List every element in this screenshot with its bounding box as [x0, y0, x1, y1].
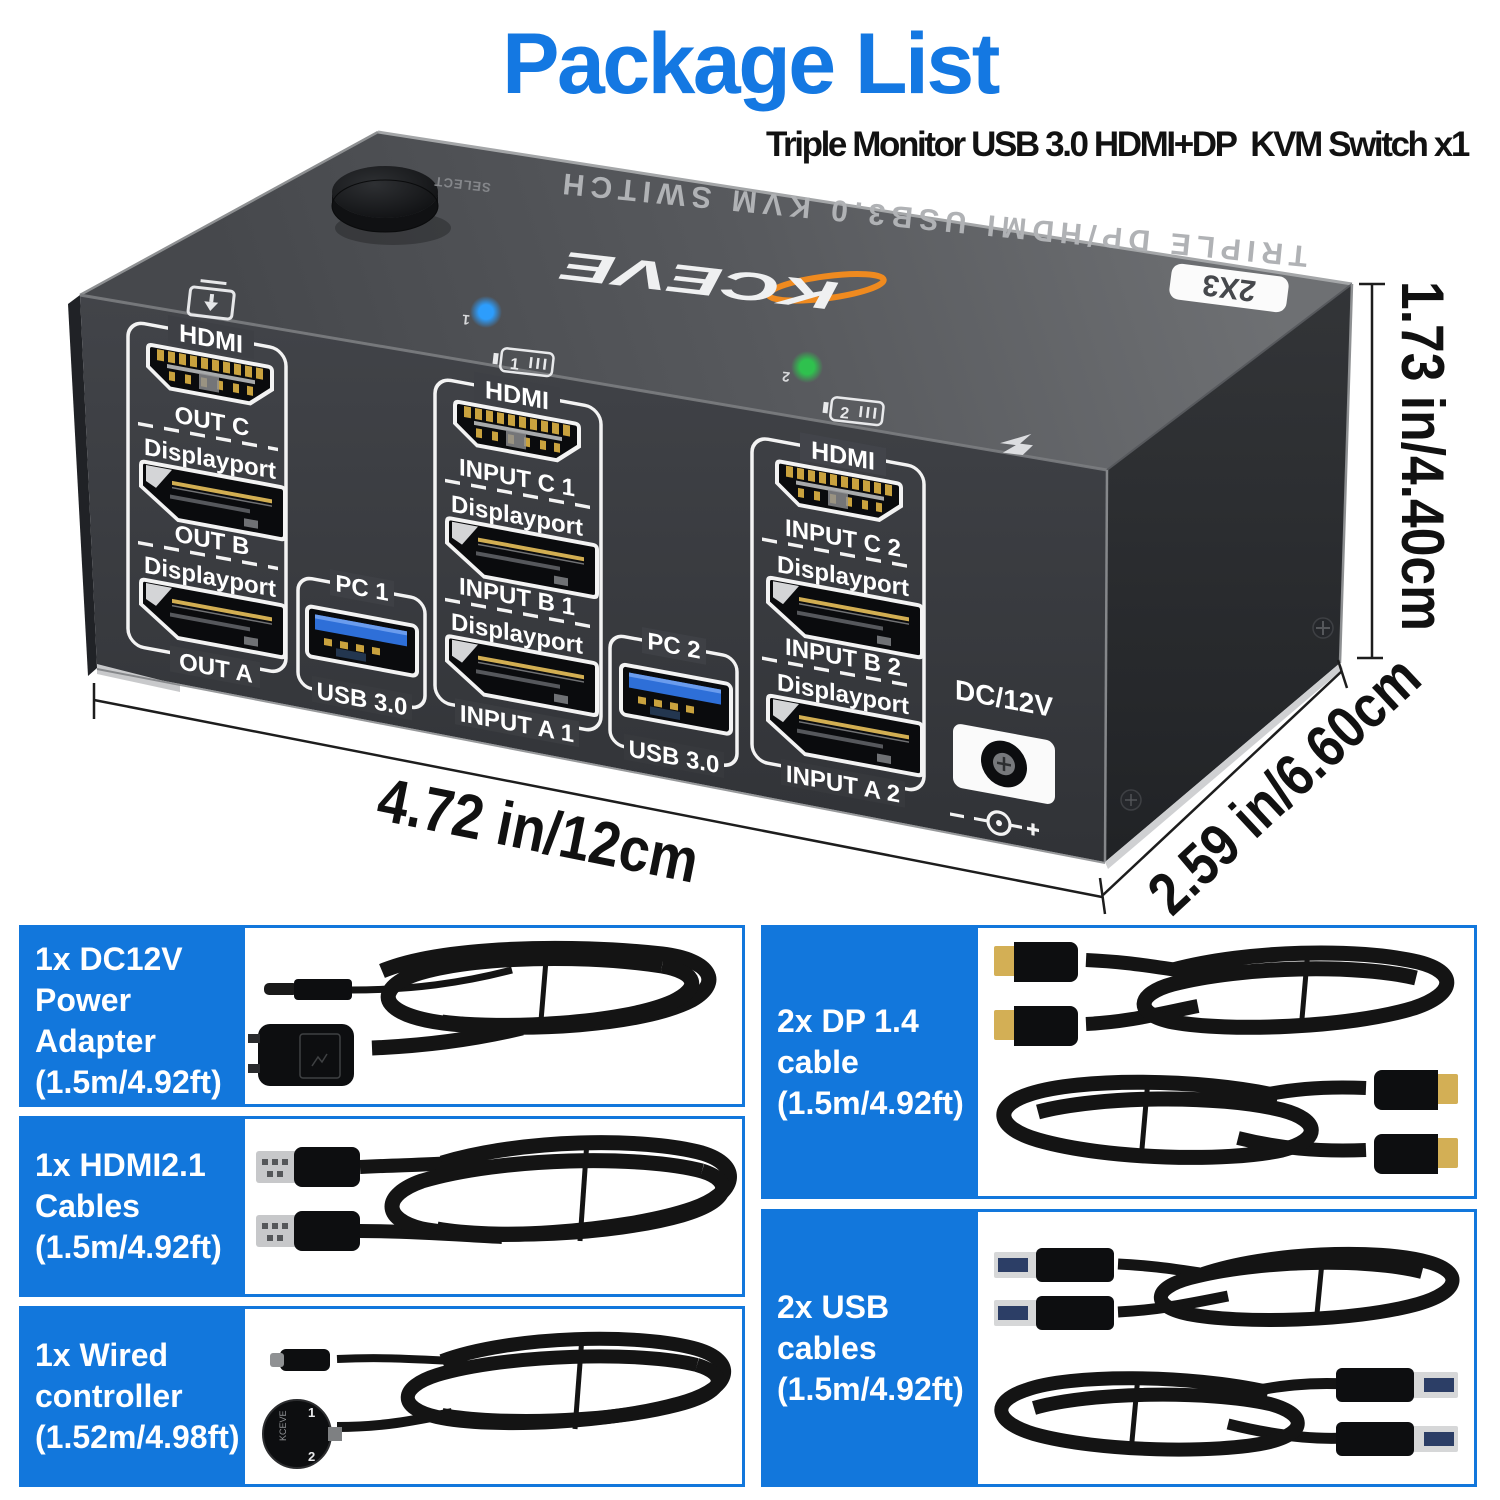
svg-text:2: 2 — [308, 1449, 315, 1464]
svg-text:2: 2 — [839, 405, 850, 423]
svg-text:1: 1 — [509, 356, 520, 374]
svg-text:1: 1 — [461, 312, 471, 329]
svg-text:1: 1 — [308, 1405, 315, 1420]
svg-text:2: 2 — [781, 369, 791, 386]
svg-text:1.73 in/4.40cm: 1.73 in/4.40cm — [1389, 281, 1456, 631]
svg-text:2X3: 2X3 — [1200, 268, 1257, 308]
svg-text:KCEVE: KCEVE — [278, 1410, 288, 1441]
svg-text:4.72 in/12cm: 4.72 in/12cm — [372, 765, 704, 896]
svg-text:SELECT: SELECT — [433, 174, 492, 195]
